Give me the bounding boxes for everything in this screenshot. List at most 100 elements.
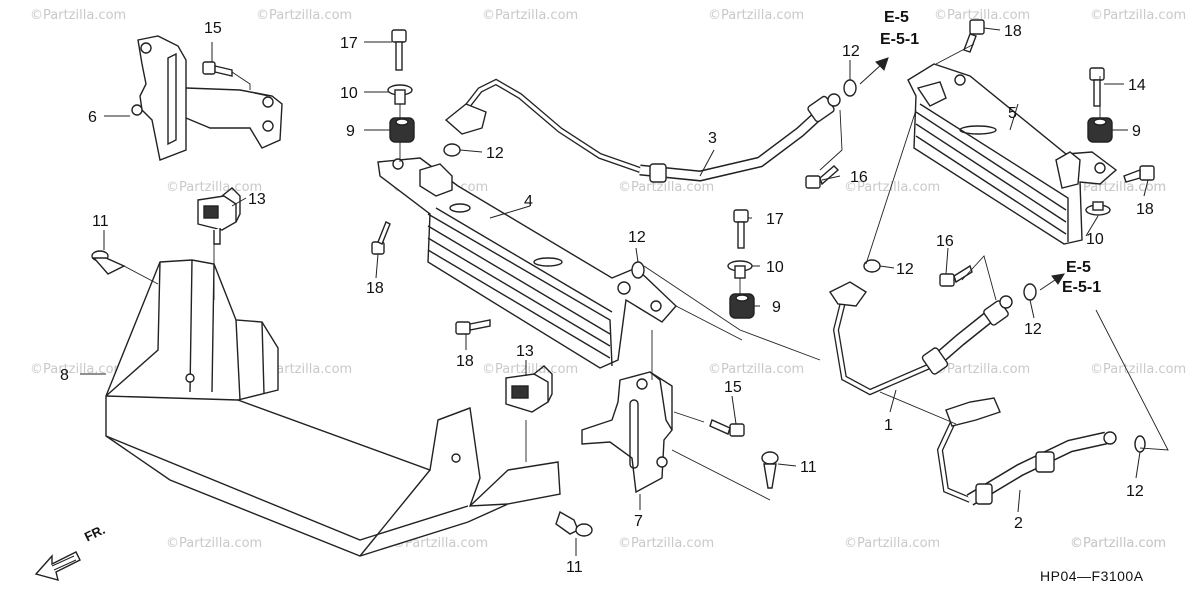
watermark-text: Partzilla.com bbox=[30, 362, 126, 377]
part-bolt-17b bbox=[733, 209, 749, 249]
callout-9-right: 9 bbox=[1132, 123, 1141, 140]
watermark-text: Partzilla.com bbox=[30, 8, 126, 23]
watermark-text: Partzilla.com bbox=[844, 536, 940, 551]
ref-right-e5-1: E-5-1 bbox=[1062, 279, 1101, 296]
watermark-text: Partzilla.com bbox=[708, 362, 804, 377]
part-washer-12c bbox=[631, 261, 645, 279]
callout-12-right: 12 bbox=[896, 261, 914, 278]
watermark-text: Partzilla.com bbox=[1090, 8, 1186, 23]
callout-4: 4 bbox=[524, 193, 533, 210]
part-hose-2 bbox=[936, 397, 1117, 506]
part-washer-12f bbox=[1134, 435, 1146, 453]
part-grommet-9b bbox=[729, 293, 755, 319]
callout-18-lower: 18 bbox=[456, 353, 474, 370]
callout-16-upper: 16 bbox=[850, 169, 868, 186]
ref-arrow-top bbox=[859, 57, 889, 85]
front-direction-arrow bbox=[34, 551, 81, 581]
callout-13-upper: 13 bbox=[248, 191, 266, 208]
watermark-text: Partzilla.com bbox=[482, 362, 578, 377]
callout-11-right: 11 bbox=[800, 459, 817, 476]
part-bolt-18b bbox=[1123, 165, 1155, 183]
callout-13-lower: 13 bbox=[516, 343, 534, 360]
guide-lines bbox=[123, 43, 1169, 501]
callout-2: 2 bbox=[1014, 515, 1023, 532]
part-guard-8 bbox=[105, 259, 561, 557]
ref-top-e5: E-5 bbox=[884, 9, 909, 26]
callout-11-bottom: 11 bbox=[566, 559, 583, 576]
callout-3: 3 bbox=[708, 130, 717, 147]
part-clip-13b bbox=[505, 365, 553, 413]
callout-9-upper: 9 bbox=[346, 123, 355, 140]
part-bolt-15a bbox=[202, 61, 233, 77]
part-rivet-11a bbox=[91, 250, 126, 275]
callout-12-top: 12 bbox=[842, 43, 860, 60]
callout-15-upper: 15 bbox=[204, 20, 222, 37]
callout-18-right: 18 bbox=[1136, 201, 1154, 218]
callout-10-right: 10 bbox=[1086, 231, 1104, 248]
watermark-text: Partzilla.com bbox=[618, 536, 714, 551]
part-bolt-14 bbox=[1089, 67, 1105, 107]
part-grommet-9c bbox=[1087, 117, 1113, 143]
ref-arrow-right bbox=[1039, 273, 1065, 291]
leader-lines bbox=[80, 27, 1149, 556]
part-bracket-6 bbox=[131, 35, 283, 161]
callout-14: 14 bbox=[1128, 77, 1146, 94]
callout-1: 1 bbox=[884, 417, 893, 434]
ref-top-e5-1: E-5-1 bbox=[880, 31, 919, 48]
part-bolt-18d bbox=[455, 319, 491, 335]
part-bolt-15b bbox=[709, 419, 745, 437]
watermark-text: Partzilla.com bbox=[256, 8, 352, 23]
part-collar-10b bbox=[727, 260, 753, 279]
callout-7: 7 bbox=[634, 513, 643, 530]
watermark-text: Partzilla.com bbox=[1070, 536, 1166, 551]
callout-9-lower: 9 bbox=[772, 299, 781, 316]
reference-labels: E-5 E-5-1 E-5 E-5-1 bbox=[880, 9, 1101, 296]
callout-12-lower-right: 12 bbox=[1024, 321, 1042, 338]
diagram-code: HP04—F3100A bbox=[1040, 568, 1144, 584]
part-clip-13a bbox=[197, 187, 241, 245]
part-washer-12e bbox=[1023, 283, 1037, 301]
part-bracket-7 bbox=[581, 371, 673, 494]
watermark-text: Partzilla.com bbox=[934, 8, 1030, 23]
part-oil-cooler-5 bbox=[907, 63, 1118, 245]
callout-6: 6 bbox=[88, 109, 97, 126]
watermark-text: Partzilla.com bbox=[934, 362, 1030, 377]
callout-12-bottom-right: 12 bbox=[1126, 483, 1144, 500]
callout-15-lower: 15 bbox=[724, 379, 742, 396]
watermark-text: Partzilla.com bbox=[256, 362, 352, 377]
callout-5: 5 bbox=[1008, 105, 1017, 122]
part-bolt-18c bbox=[371, 221, 391, 255]
part-rivet-11b bbox=[555, 510, 593, 537]
watermark-text: Partzilla.com bbox=[166, 180, 262, 195]
watermark-text: Partzilla.com bbox=[392, 536, 488, 551]
callout-8: 8 bbox=[60, 367, 69, 384]
part-rivet-11c bbox=[761, 451, 779, 489]
callout-10-upper: 10 bbox=[340, 85, 358, 102]
part-grommet-9a bbox=[389, 117, 415, 143]
part-washer-12b bbox=[843, 79, 857, 97]
part-washer-12a bbox=[443, 143, 461, 157]
watermark-text: Partzilla.com bbox=[618, 180, 714, 195]
part-bolt-17a bbox=[391, 29, 407, 71]
watermark-text: Partzilla.com bbox=[708, 8, 804, 23]
watermark-text: Partzilla.com bbox=[482, 8, 578, 23]
callout-12-left: 12 bbox=[486, 145, 504, 162]
callout-18-left: 18 bbox=[366, 280, 384, 297]
part-hose-3 bbox=[444, 78, 841, 183]
callout-12-mid: 12 bbox=[628, 229, 646, 246]
watermark-text: Partzilla.com bbox=[844, 180, 940, 195]
part-collar-10a bbox=[387, 84, 413, 105]
callout-16-lower: 16 bbox=[936, 233, 954, 250]
callout-labels: 6 15 8 11 13 17 10 9 12 4 18 3 16 12 12 … bbox=[60, 20, 1154, 576]
callout-18-top: 18 bbox=[1004, 23, 1022, 40]
part-hose-1 bbox=[828, 281, 1013, 396]
part-collar-10c bbox=[1085, 201, 1111, 216]
ref-right-e5: E-5 bbox=[1066, 259, 1091, 276]
callout-10-lower: 10 bbox=[766, 259, 784, 276]
part-bolt-16b bbox=[939, 264, 973, 287]
watermark-text: Partzilla.com bbox=[166, 536, 262, 551]
watermark-text: Partzilla.com bbox=[1090, 362, 1186, 377]
part-oil-cooler-4 bbox=[377, 157, 677, 369]
callout-11-left: 11 bbox=[92, 213, 109, 230]
